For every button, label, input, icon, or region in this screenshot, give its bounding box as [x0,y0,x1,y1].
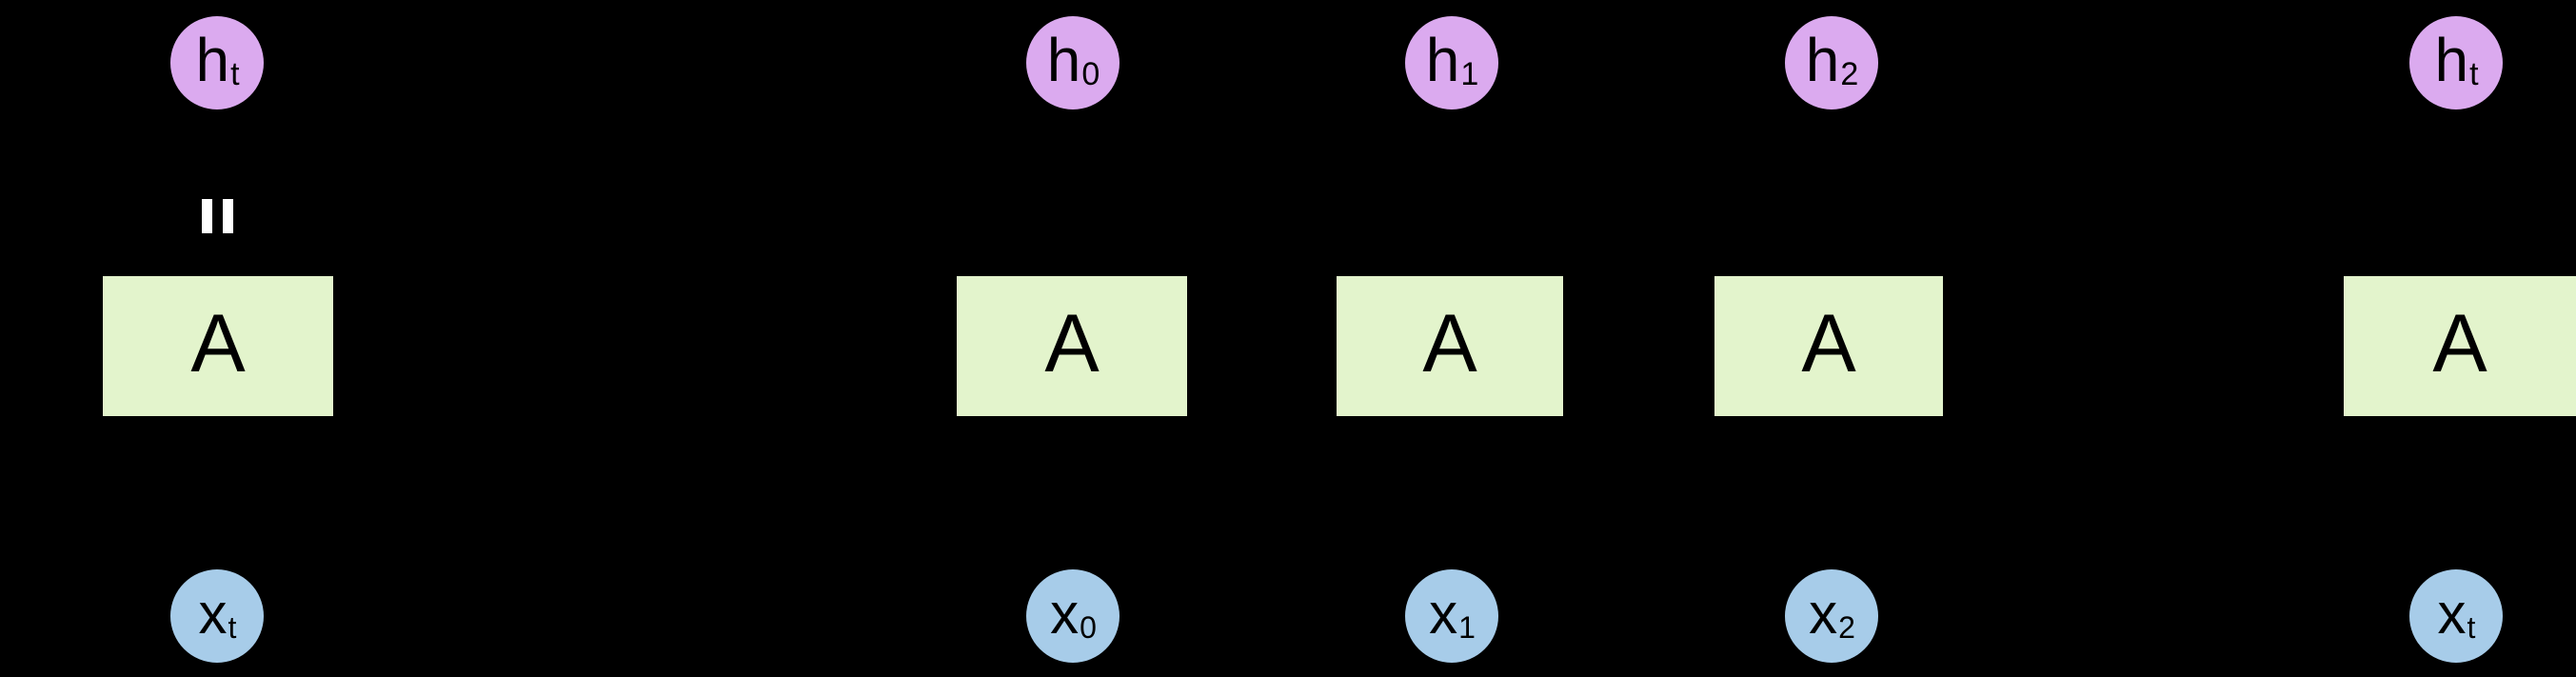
cell-box-label: A [1801,297,1856,389]
input-node-subscript: 2 [1838,610,1855,645]
cell-box-step-t[interactable]: A [2344,276,2576,416]
state-node-subscript: 2 [1840,56,1859,92]
equals-sign-bar-left [202,199,212,233]
state-node-label: h [1805,26,1840,94]
cell-box-label: A [1044,297,1100,389]
cell-box-step-2[interactable]: A [1714,276,1943,416]
state-node-subscript: 0 [1081,56,1100,92]
cell-box-label: A [190,297,246,389]
input-node-label: x [1050,582,1080,646]
input-node-subscript: t [2467,610,2476,645]
state-node-label: h [1425,26,1460,94]
input-node-subscript: t [228,610,237,645]
state-node-label: h [2434,26,2469,94]
input-node-label: x [1809,582,1838,646]
input-node-subscript: 0 [1080,610,1097,645]
equals-sign-bar-right [223,199,233,233]
state-node-subscript: t [2469,56,2479,92]
input-node-label: x [2437,582,2467,646]
cell-box-step-1[interactable]: A [1337,276,1563,416]
cell-box-folded[interactable]: A [103,276,333,416]
state-node-subscript: t [230,56,240,92]
input-node-subscript: 1 [1458,610,1476,645]
input-node-label: x [1429,582,1458,646]
equals-sign [202,199,234,233]
state-node-label: h [1046,26,1081,94]
input-node-label: x [198,582,228,646]
state-node-label: h [195,26,230,94]
cell-box-label: A [2432,297,2487,389]
state-node-subscript: 1 [1460,56,1479,92]
cell-box-step-0[interactable]: A [957,276,1187,416]
cell-box-label: A [1422,297,1477,389]
